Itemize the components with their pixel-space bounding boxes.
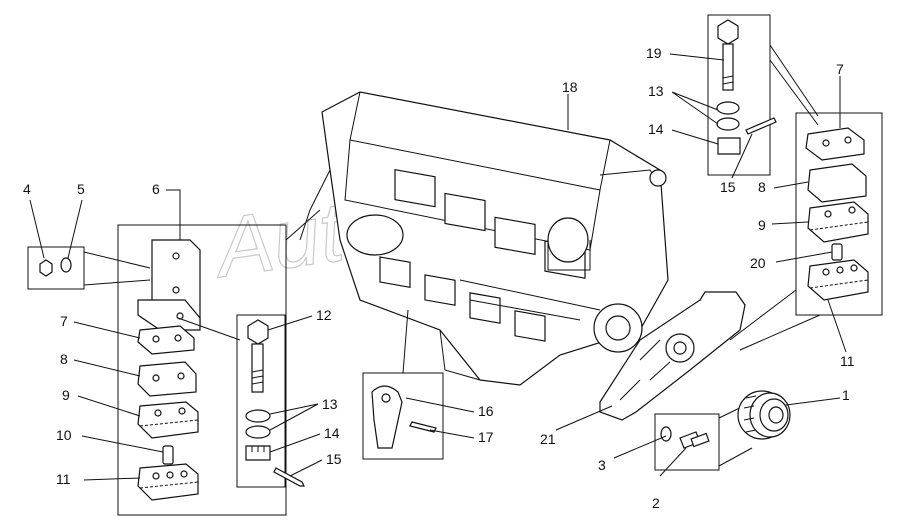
right-mount-frame (795, 112, 883, 316)
callout-19: 19 (646, 45, 662, 61)
right-fastener-frame (707, 14, 771, 176)
left-fastener-frame (236, 314, 286, 488)
rubber-pad-9-left (137, 401, 199, 439)
callout-11-right: 11 (840, 353, 855, 369)
callout-18: 18 (562, 79, 578, 95)
leader-lines (29, 53, 847, 481)
bolt-2 (690, 432, 710, 448)
callout-11-left: 11 (56, 471, 71, 487)
pulley-fastener-frame (654, 413, 720, 471)
bolt-12 (251, 343, 264, 393)
callout-8-left: 8 (60, 351, 68, 367)
callout-labels: 4 5 6 7 8 9 10 11 12 13 14 15 16 17 18 1… (23, 45, 855, 511)
pin-20 (831, 243, 843, 261)
washer-13b-right (716, 117, 740, 131)
engine-assembly (299, 91, 669, 386)
callout-8-right: 8 (758, 179, 766, 195)
callout-16: 16 (478, 403, 494, 419)
callout-12: 12 (316, 307, 332, 323)
callout-10: 10 (56, 427, 72, 443)
cotter-pin-15-right (745, 117, 777, 135)
callout-15-left: 15 (326, 451, 342, 467)
front-support-21 (599, 291, 746, 421)
washer-3 (660, 426, 672, 442)
callout-4: 4 (23, 181, 31, 197)
callout-5: 5 (77, 181, 85, 197)
callout-15-right: 15 (720, 179, 736, 195)
callout-3: 3 (598, 457, 606, 473)
right-mount-group (729, 112, 883, 351)
callout-13-left: 13 (322, 396, 338, 412)
washer-13a-right (716, 101, 740, 115)
callout-1: 1 (842, 387, 850, 403)
left-mount-group (27, 209, 321, 516)
callout-20: 20 (750, 255, 766, 271)
nut-washer-frame (27, 246, 85, 290)
callout-14-right: 14 (648, 121, 664, 137)
nut-4 (39, 259, 53, 277)
castle-nut-14-right (717, 137, 741, 155)
plate-7-left (137, 325, 195, 355)
washer-13a-left (245, 409, 271, 423)
pin-17 (409, 421, 437, 433)
plate-7-right (805, 127, 865, 161)
callout-2: 2 (652, 495, 660, 511)
bolt-19-head (717, 19, 739, 45)
washer-5 (60, 257, 72, 273)
pulley-group (654, 390, 791, 471)
pad-8-left (137, 361, 197, 397)
callout-9-right: 9 (758, 217, 766, 233)
callout-6: 6 (152, 181, 160, 197)
pad-8-right (807, 163, 867, 203)
callout-7-left: 7 (60, 313, 68, 329)
pin-10 (162, 445, 174, 465)
callout-17: 17 (478, 429, 494, 445)
rubber-pad-11-left (137, 463, 199, 501)
washer-13b-left (245, 425, 271, 439)
callout-7-right: 7 (836, 61, 844, 77)
bolt-19 (722, 43, 734, 91)
center-bracket-group (362, 309, 444, 460)
left-mount-frame (117, 224, 287, 516)
callout-13-right: 13 (648, 83, 664, 99)
bracket-16 (371, 385, 403, 449)
bolt-12-head (247, 319, 269, 345)
callout-9-left: 9 (62, 387, 70, 403)
right-fastener-group (707, 14, 819, 176)
cotter-pin-15-left (273, 467, 305, 487)
rubber-pad-9-right (807, 201, 869, 243)
rubber-pad-11-right (807, 259, 869, 301)
callout-21: 21 (540, 431, 556, 447)
callout-14-left: 14 (324, 425, 340, 441)
